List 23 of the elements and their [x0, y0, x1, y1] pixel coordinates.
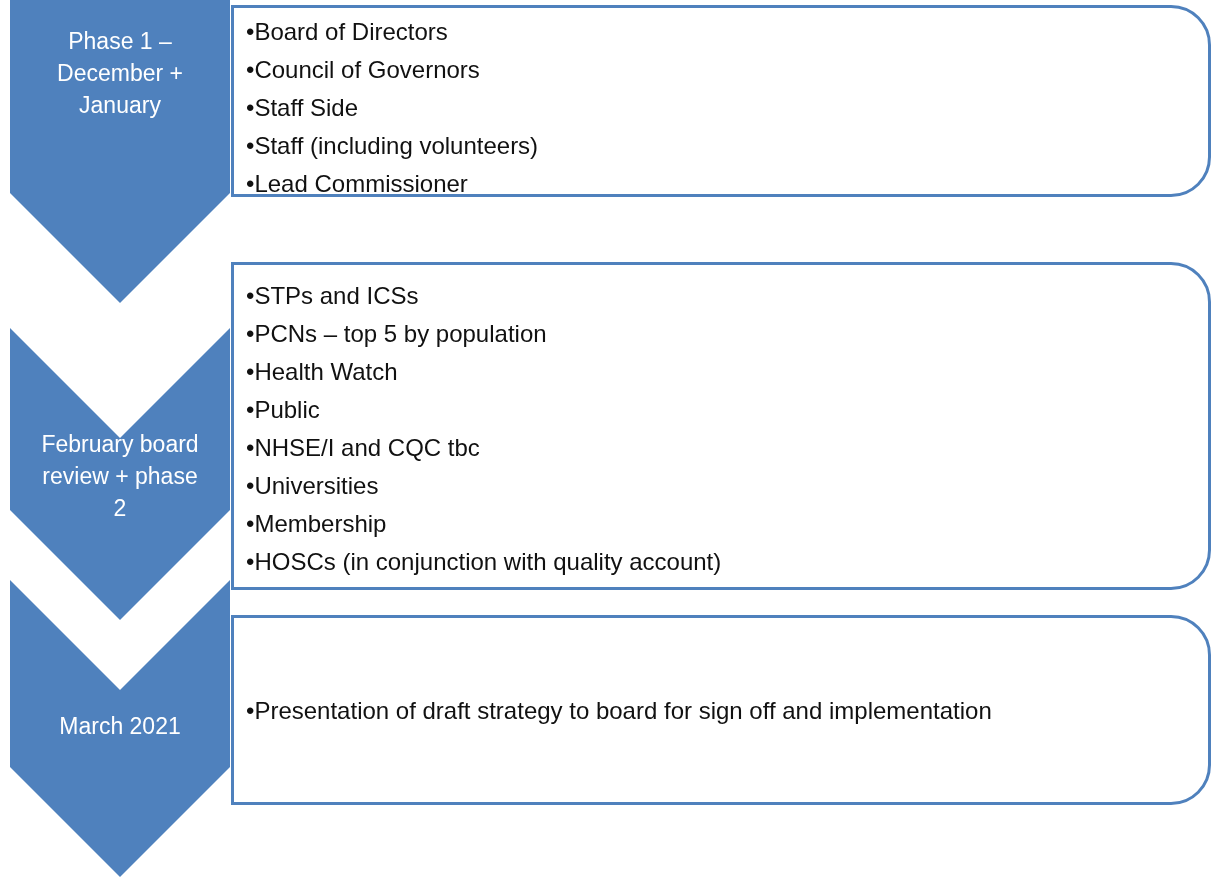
bullet-item: •Council of Governors: [246, 55, 481, 85]
bullet-item: •HOSCs (in conjunction with quality account): [246, 547, 723, 577]
bullet-item: •Membership: [246, 509, 388, 539]
bullet-item: •Board of Directors: [246, 17, 449, 47]
list-panel: [231, 615, 1211, 805]
chevron-shape: [10, 328, 230, 620]
bullet-item: •Health Watch: [246, 357, 399, 387]
bullet-item: •NHSE/I and CQC tbc: [246, 433, 481, 463]
bullet-item: •PCNs – top 5 by population: [246, 319, 548, 349]
phase-label: February board review + phase 2: [40, 430, 200, 524]
bullet-item: •STPs and ICSs: [246, 281, 420, 311]
chevron-shape: [10, 580, 230, 877]
bullet-item: •Presentation of draft strategy to board for sign off and implementation: [246, 696, 993, 726]
list-panel: [231, 262, 1211, 590]
chevron-shape: [10, 0, 230, 303]
bullet-item: •Staff Side: [246, 93, 360, 123]
list-panel: [231, 5, 1211, 197]
bullet-item: •Lead Commissioner: [246, 169, 469, 199]
phase-label: March 2021: [58, 712, 182, 741]
bullet-item: •Universities: [246, 471, 380, 501]
phase-label: Phase 1 – December + January: [56, 27, 184, 121]
bullet-item: •Public: [246, 395, 321, 425]
bullet-item: •Staff (including volunteers): [246, 131, 540, 161]
